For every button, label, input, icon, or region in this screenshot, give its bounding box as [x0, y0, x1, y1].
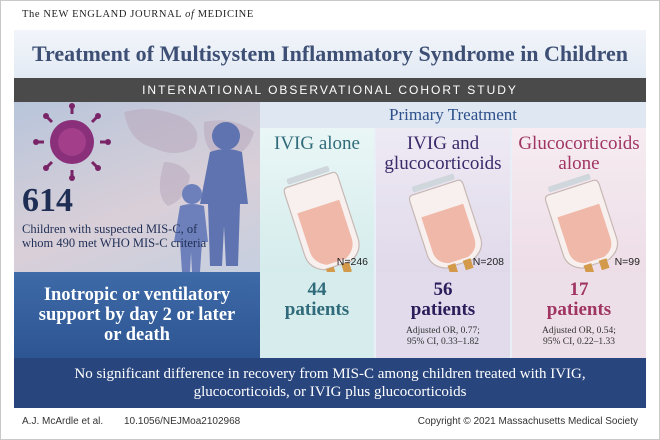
iv-bag-icon — [408, 173, 483, 272]
odds-ratio-gluco: Adjusted OR, 0.54; 95% CI, 0.22–1.33 — [512, 326, 646, 348]
outcome-label-line1: Inotropic or ventilatory — [43, 285, 231, 305]
iv-bag-icon — [544, 173, 619, 272]
outcome-count-combo: 56 — [433, 279, 453, 300]
group-n-gluco: N=99 — [614, 256, 640, 268]
outcome-label-line2: support by day 2 or later — [38, 305, 236, 325]
journal-masthead: The NEW ENGLAND JOURNAL of MEDICINE — [22, 9, 254, 20]
footer-doi[interactable]: 10.1056/NEJMoa2102968 — [124, 416, 241, 427]
outcome-label: Inotropic or ventilatory support by day … — [14, 272, 260, 358]
treatment-label-gluco: Glucocorticoids alone — [512, 134, 646, 174]
outcome-count-gluco: 17 — [569, 279, 589, 300]
outcome-result-combo: 56 patients Adjusted OR, 0.77; 95% CI, 0… — [376, 272, 510, 358]
infographic-title: Treatment of Multisystem Inflammatory Sy… — [14, 30, 646, 78]
treatment-label-combo-line1: IVIG and — [406, 133, 480, 154]
treatment-label-ivig-line1: IVIG alone — [274, 133, 360, 154]
odds-ratio-gluco-line1: Adjusted OR, 0.54; — [542, 326, 616, 336]
virus-icon — [33, 103, 111, 181]
treatment-group-ivig: IVIG alone N=246 — [260, 128, 374, 272]
study-type-banner: INTERNATIONAL OBSERVATIONAL COHORT STUDY — [14, 78, 646, 102]
treatment-label-combo: IVIG and glucocorticoids — [376, 134, 510, 174]
footer-copyright: Copyright © 2021 Massachusetts Medical S… — [417, 416, 638, 427]
odds-ratio-gluco-line2: 95% CI, 0.22–1.33 — [542, 337, 616, 347]
outcome-result-ivig: 44 patients — [260, 272, 374, 358]
outcome-unit-gluco: patients — [546, 299, 612, 320]
odds-ratio-combo-line2: 95% CI, 0.33–1.82 — [406, 337, 480, 347]
cohort-illustration — [33, 103, 254, 272]
journal-name-pre: The NEW ENGLAND JOURNAL — [22, 9, 186, 20]
treatment-label-gluco-line2: alone — [558, 153, 600, 174]
outcome-unit-combo: patients — [410, 299, 476, 320]
treatment-label-gluco-line1: Glucocorticoids — [518, 133, 640, 154]
footer-authors: A.J. McArdle et al. — [22, 416, 104, 427]
iv-bag-icon — [283, 166, 360, 272]
group-n-combo: N=208 — [472, 256, 504, 268]
primary-treatment-heading: Primary Treatment — [260, 102, 646, 128]
outcome-unit-ivig: patients — [284, 299, 350, 320]
journal-name-post: MEDICINE — [194, 9, 254, 20]
odds-ratio-combo: Adjusted OR, 0.77; 95% CI, 0.33–1.82 — [376, 326, 510, 348]
treatment-label-combo-line2: glucocorticoids — [384, 153, 502, 174]
odds-ratio-combo-line1: Adjusted OR, 0.77; — [406, 326, 480, 336]
conclusion-banner: No significant difference in recovery fr… — [14, 358, 646, 408]
cohort-description: Children with suspected MIS-C, of whom 4… — [22, 222, 207, 250]
cohort-count: 614 — [22, 182, 73, 219]
treatment-group-ivig-glucocorticoids: IVIG and glucocorticoids N=208 — [376, 128, 510, 272]
outcome-result-gluco: 17 patients Adjusted OR, 0.54; 95% CI, 0… — [512, 272, 646, 358]
group-n-ivig: N=246 — [336, 256, 368, 268]
cohort-panel: 614 Children with suspected MIS-C, of wh… — [14, 102, 260, 272]
journal-name-of: of — [185, 9, 195, 20]
treatment-label-ivig: IVIG alone — [260, 134, 374, 154]
outcome-label-line3: or death — [104, 325, 170, 345]
outcome-count-ivig: 44 — [307, 279, 327, 300]
children-silhouette-icon — [174, 122, 248, 272]
treatment-group-glucocorticoids: Glucocorticoids alone N=99 — [512, 128, 646, 272]
